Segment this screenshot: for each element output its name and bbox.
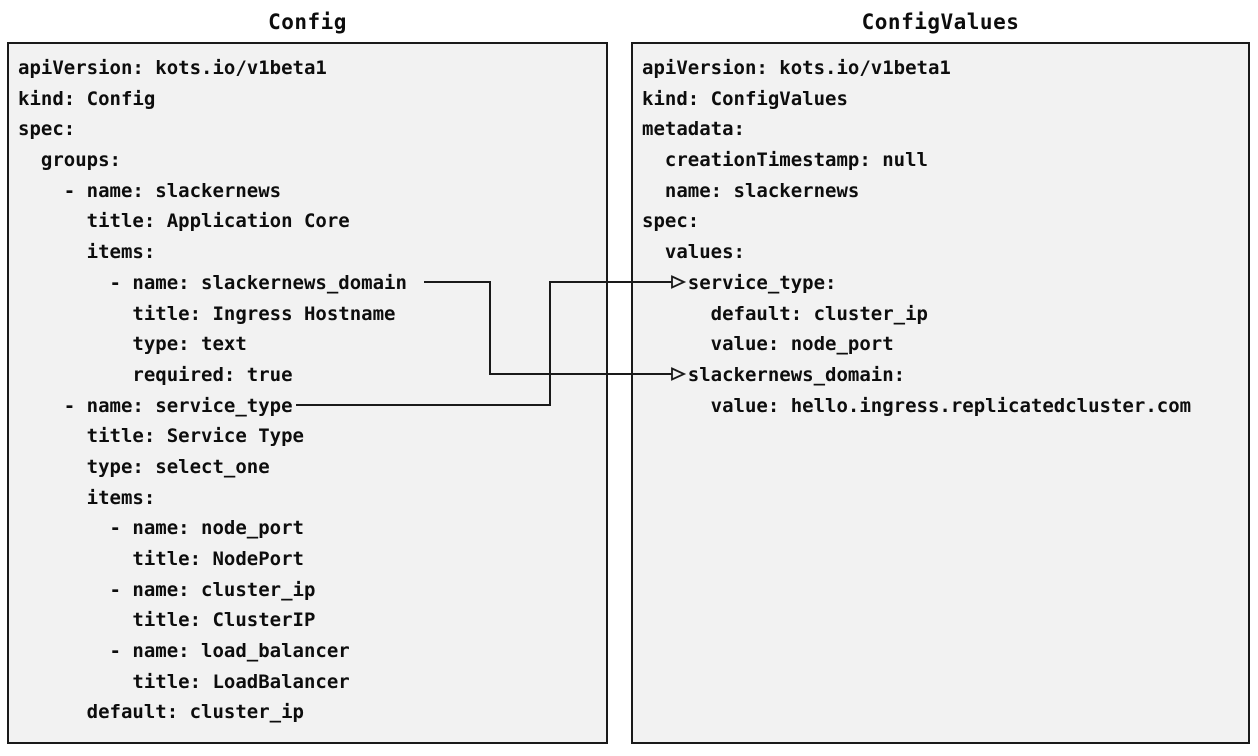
- yaml-line: title: Application Core: [18, 210, 350, 233]
- yaml-line: - name: slackernews: [18, 179, 282, 202]
- yaml-line: metadata:: [642, 118, 745, 141]
- yaml-line: kind: Config: [18, 87, 156, 110]
- yaml-line: default: cluster_ip: [642, 302, 928, 325]
- yaml-line: creationTimestamp: null: [642, 149, 928, 172]
- yaml-line: value: node_port: [642, 333, 894, 356]
- yaml-line: default: cluster_ip: [18, 701, 304, 724]
- yaml-line: - name: slackernews_domain: [18, 271, 407, 294]
- yaml-line: type: select_one: [18, 455, 270, 478]
- yaml-line: items:: [18, 486, 156, 509]
- yaml-line: spec:: [18, 118, 76, 141]
- yaml-line: title: Ingress Hostname: [18, 302, 396, 325]
- yaml-line: name: slackernews: [642, 179, 860, 202]
- yaml-line: - name: load_balancer: [18, 640, 350, 663]
- yaml-line: apiVersion: kots.io/v1beta1: [642, 57, 951, 79]
- yaml-line: title: ClusterIP: [18, 609, 316, 632]
- yaml-line: groups:: [18, 149, 121, 172]
- yaml-line: values:: [642, 241, 745, 264]
- yaml-line: - name: cluster_ip: [18, 578, 316, 601]
- yaml-line: title: Service Type: [18, 425, 304, 448]
- yaml-line: kind: ConfigValues: [642, 87, 848, 110]
- yaml-line: required: true: [18, 363, 293, 386]
- yaml-line: service_type:: [642, 271, 837, 294]
- yaml-line: - name: service_type: [18, 394, 293, 417]
- yaml-line: spec:: [642, 210, 700, 233]
- yaml-line: title: LoadBalancer: [18, 670, 350, 693]
- yaml-line: title: NodePort: [18, 548, 304, 570]
- yaml-line: items:: [18, 241, 156, 264]
- configvalues-yaml-box: apiVersion: kots.io/v1beta1 kind: ConfigV…: [631, 42, 1250, 744]
- yaml-line: - name: node_port: [18, 517, 304, 540]
- yaml-line: apiVersion: kots.io/v1beta1: [18, 57, 327, 79]
- yaml-line: slackernews_domain:: [642, 363, 906, 386]
- config-title: Config: [268, 10, 347, 34]
- yaml-line: type: text: [18, 333, 247, 356]
- configvalues-title: ConfigValues: [861, 10, 1020, 34]
- yaml-line: value: hello.ingress.replicatedcluster.c…: [642, 394, 1192, 417]
- config-yaml-box: apiVersion: kots.io/v1beta1 kind: Config s…: [7, 42, 608, 744]
